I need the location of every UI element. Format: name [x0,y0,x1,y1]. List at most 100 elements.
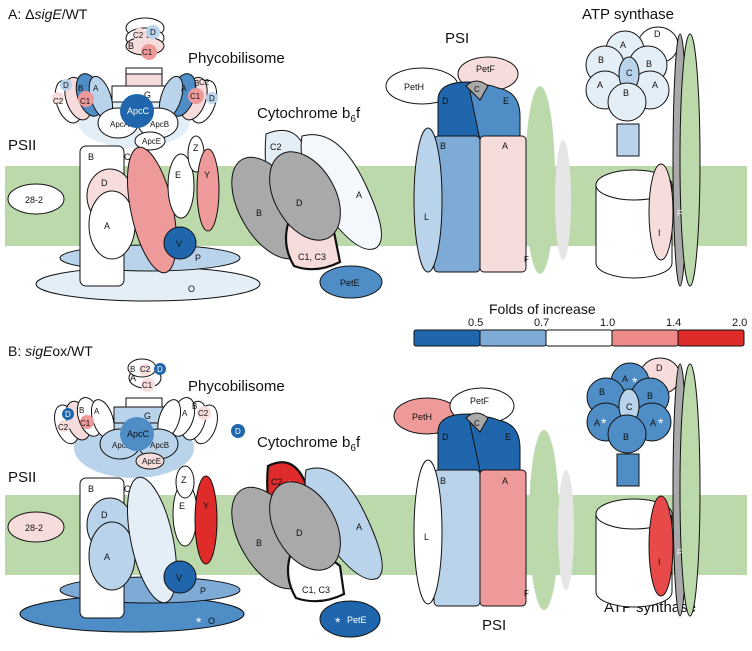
psi-b: PSI PetH PetF D E C B A L F [393,387,529,634]
pbs-b-top-d [154,363,166,375]
atp-a-a1-label: A [620,40,626,50]
pbs-left-c2 [52,92,64,104]
legend-tick-label: 1.0 [600,317,615,329]
psi-b-l [413,459,443,605]
pbs-top-c2-label: C2 [133,31,144,40]
psii-a-z-label: Z [193,143,199,153]
psi-a-d-label: D [442,96,449,106]
psi-b-f-label: F [524,589,529,598]
psi-b-d-label: D [442,432,449,442]
cyt-a-d-label: D [296,198,303,208]
cytochrome-a: Cytochrome b6f C2 A B C1, C3 D PetE [231,105,383,299]
psii-a-a [88,190,136,260]
atp-a-a3-label: A [652,80,658,90]
psi-a-peth-label: PetH [404,82,424,92]
pbs-right-a-label: A [181,84,187,93]
psii-a-title: PSII [8,137,36,154]
pbs-b-top-d-label: D [157,365,163,374]
atp-b-f-green [679,363,701,617]
pbs-b-apce [135,452,165,470]
cyt-b-pete [319,600,381,638]
atp-a: ATP synthase D A B B A A C B I F [582,6,701,287]
psi-b-title: PSI [482,617,506,634]
psii-b-b-label: B [88,484,94,494]
atp-a-f-label: F [677,209,682,218]
phycobilisome-b: A B C1 C2 D G D C2 C1 B A [54,358,285,478]
legend-tick-label: 2.0 [732,317,747,329]
psii-a-a-label: A [104,221,110,231]
psi-a-b-label: B [440,141,446,151]
atp-a-i-label: I [658,228,661,238]
pbs-b-top-c2 [139,364,151,376]
psi-a-f-label: F [524,255,529,264]
psii-b-z-label: Z [181,475,187,485]
panel-b-title: B: sigEox/WT [8,343,93,359]
pbs-b-top-c2-label: C2 [140,365,151,374]
panel-a: A: ΔsigE/WT A B C1 C2 D G [5,6,747,302]
pbs-b-right-b-label: B [192,402,197,411]
pbs-right-c2-label: C2 [199,78,210,87]
pbs-apce [134,131,166,151]
pbs-left-c2-label: C2 [53,97,64,106]
psii-a-v-label: V [176,239,182,249]
psi-b-l-label: L [424,532,429,542]
psi-b-b-label: B [440,476,446,486]
atp-b: ATP synthase D A * B B A * A * C B I [586,357,701,617]
phycobilisome-a-title: Phycobilisome [188,50,285,67]
psi-b-a [479,469,527,607]
atp-a-i [648,163,674,261]
panel-b: B: sigEox/WT A B C1 C2 D G [5,343,747,638]
psii-b: PSII 28-2 O * P B D A C E Z Y V [7,465,245,633]
psii-a-e-label: E [175,170,181,180]
pbs-apce-label: ApcE [142,137,161,146]
cyt-b-a-label: A [356,522,362,532]
legend-tick-label: 0.5 [468,317,483,329]
psi-b-e-label: E [505,432,511,442]
cyt-b-pete-star: * [335,614,341,630]
atp-b-a3-star: * [658,415,664,431]
atp-b-i-label: I [658,557,661,567]
legend-title: Folds of increase [489,301,596,317]
pbs-b-top-c1 [141,378,155,392]
cyt-a-d [269,151,341,241]
psii-a-v [163,226,197,260]
psii-a: PSII 28-2 O P B D A C E Z Y V [7,135,261,302]
psii-b-z [175,465,195,499]
pbs-b-left-a-label: A [94,407,100,416]
pbs-b-left-c2-label: C2 [58,423,69,432]
cyt-b-d-label: D [296,528,303,538]
psii-b-o-label: O [208,616,215,626]
pbs-left-a-label: A [93,84,99,93]
pbs-top-d-label: D [150,28,156,37]
atp-b-a2-label: A [594,418,600,428]
atp-a-c-label: C [626,68,633,78]
pbs-b-apca-label: ApcA [112,441,132,450]
cyt-b-c1c3-label: C1, C3 [302,585,330,595]
atp-a-b1-label: B [598,55,604,65]
atp-b-f-label: F [677,548,682,557]
pbs-b-apcb-label: ApcB [150,441,169,450]
psii-a-o-label: O [188,284,195,294]
membrane-lobe-a2 [555,140,571,260]
panel-a-title: A: ΔsigE/WT [8,6,88,22]
cyt-b-c2-label: C2 [271,477,283,487]
pbs-left-c1-label: C1 [80,97,91,106]
pbs-b-apcc-label: ApcC [127,429,150,439]
pbs-apca-label: ApcA [110,120,130,129]
pbs-left-d-label: D [63,81,69,90]
pbs-b-left-c1 [80,415,94,429]
pbs-b-left-c2 [58,420,70,432]
psii-a-c-label: C [124,152,131,162]
atp-b-a1-label: A [622,374,628,384]
cyt-a-a-label: A [356,190,362,200]
psii-b-a-label: A [104,552,110,562]
pbs-right-d [206,92,218,104]
pbs-b-g-top-label: G [144,411,151,421]
psi-a-a [479,135,527,273]
pbs-b-left-d-label: D [65,410,71,419]
pbs-right-b-label: B [194,79,199,88]
legend-swatch [611,329,679,347]
pbs-top-c1 [141,44,157,60]
psii-b-e-label: E [179,501,185,511]
